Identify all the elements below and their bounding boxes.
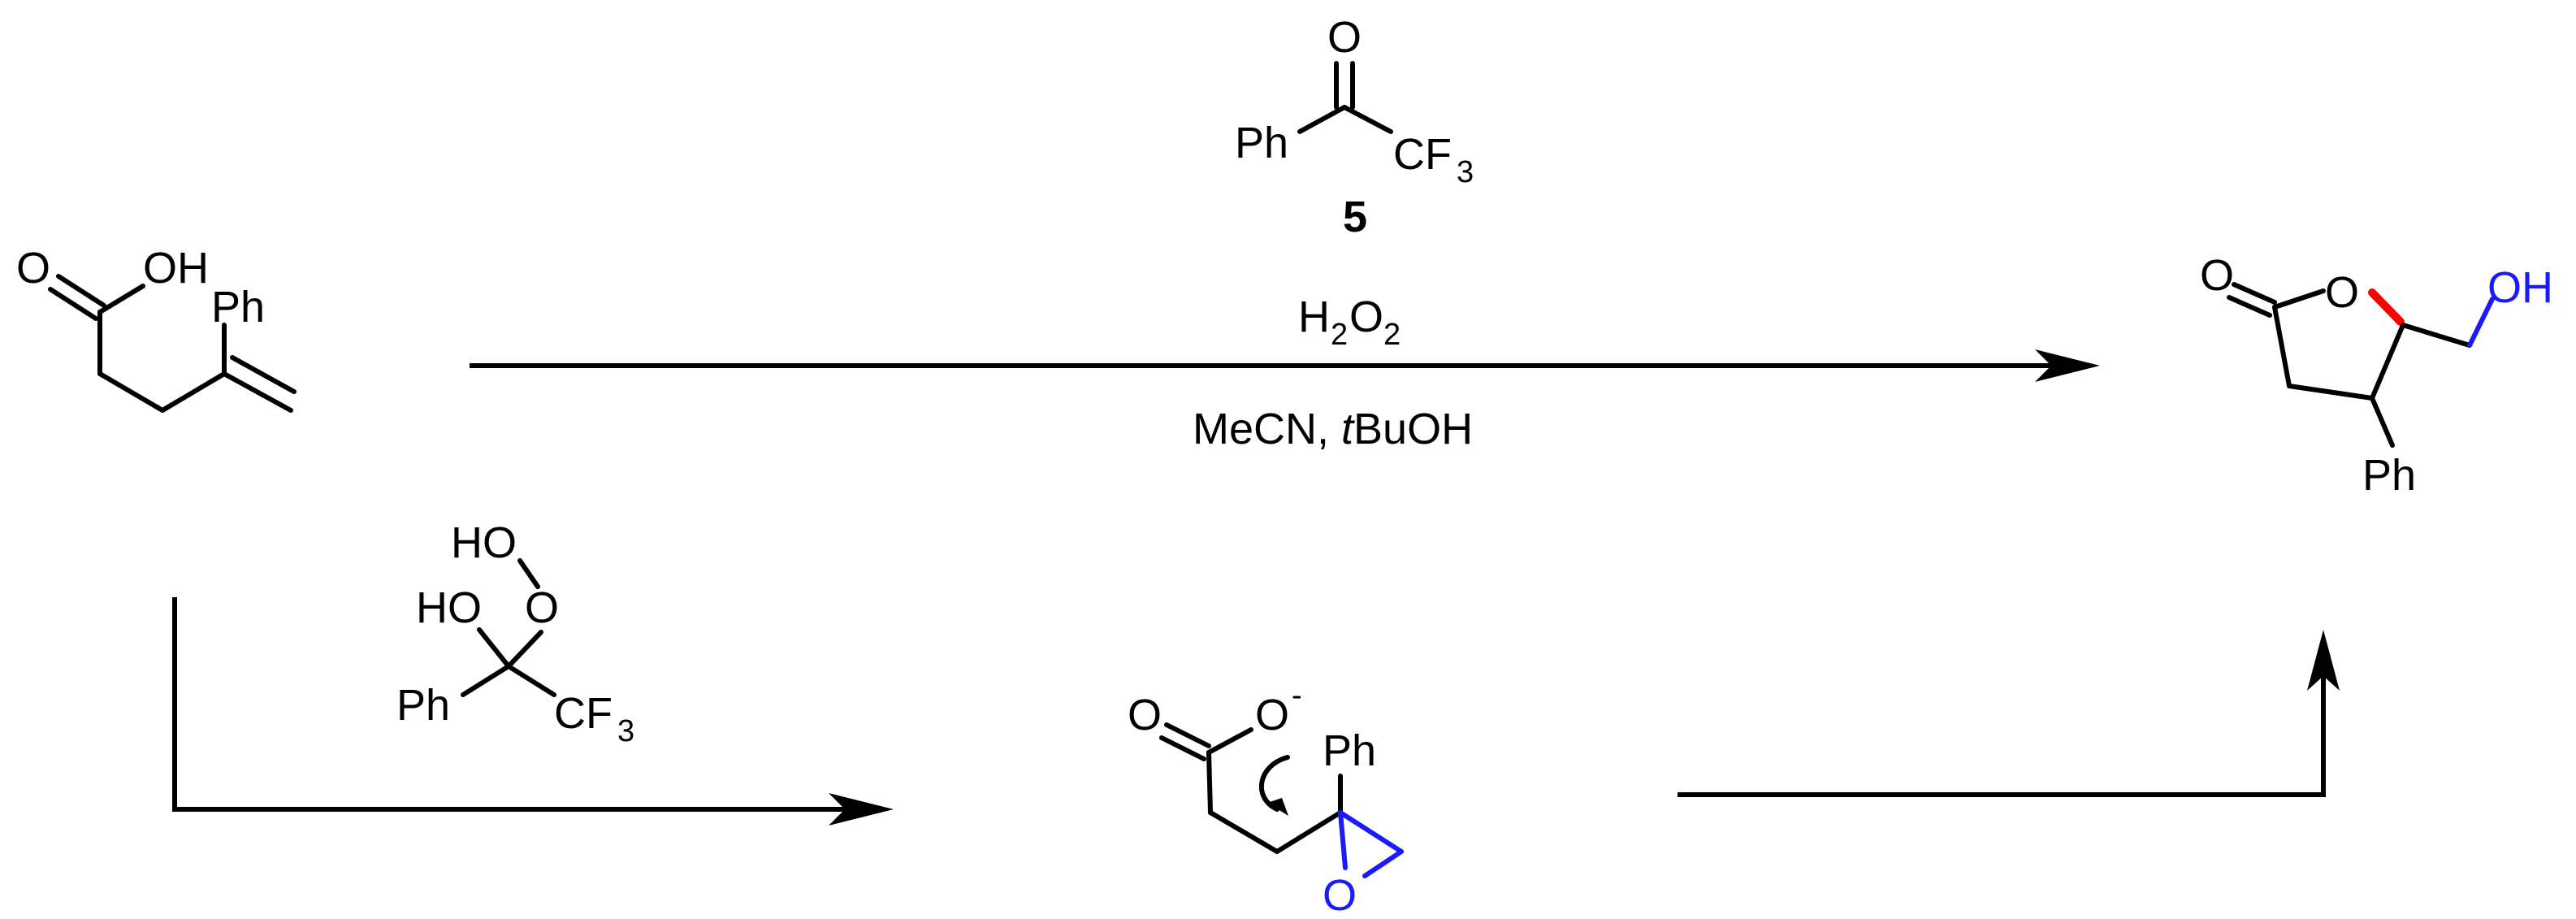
reagent-trifluoroacetophenone: O Ph CF 3 5 — [1235, 13, 1474, 241]
h2o2-h-subscript: 2 — [1331, 318, 1348, 352]
epoxide-co-left — [1338, 810, 1348, 870]
peroxy-oc-bond — [506, 630, 543, 669]
peroxy-cf-label: CF — [554, 689, 613, 738]
lower-left-arrow — [172, 597, 894, 826]
starting-material: O OH Ph — [16, 244, 297, 413]
product-carbonyl-o: O — [2200, 251, 2234, 300]
epoxide-negative-charge: - — [1292, 678, 1302, 713]
epoxide-oxygen: O — [1323, 871, 1357, 919]
product-ring-bond-o — [2272, 288, 2326, 310]
sm-alkene-2 — [230, 355, 297, 394]
lower-right-arrow-head — [2307, 630, 2340, 691]
h2o2-o: O — [1349, 293, 1383, 341]
reagent-cf-subscript: 3 — [1457, 155, 1474, 189]
epoxide-intermediate: O O - Ph O — [1128, 678, 1404, 919]
epoxide-co-bond-1 — [1164, 722, 1211, 748]
epoxide-o-minus: O — [1255, 691, 1289, 739]
epoxide-chain-2 — [1208, 810, 1279, 854]
epoxide-co-right — [1362, 849, 1404, 878]
peroxy-cf-subscript: 3 — [617, 714, 634, 748]
sm-hydroxyl: OH — [143, 244, 209, 293]
solvent-prefix: MeCN, — [1193, 405, 1341, 453]
sm-coh-bond — [97, 284, 145, 314]
sm-co-bond-1 — [56, 274, 106, 308]
product-co-bond-2 — [2227, 295, 2272, 318]
product-new-co-bond — [2368, 288, 2405, 326]
epoxide-chain-1 — [1206, 750, 1213, 815]
epoxide-chain-3 — [1275, 810, 1343, 854]
sm-chain-2 — [97, 371, 165, 413]
epoxide-co-minus-bond — [1206, 727, 1253, 755]
h2o2-o-subscript: 2 — [1383, 318, 1401, 352]
epoxide-ph-label: Ph — [1323, 726, 1376, 775]
product-ph-bond — [2370, 396, 2395, 448]
curved-arrow-icon — [1258, 755, 1290, 812]
peroxy-o-link: O — [525, 583, 559, 632]
solvent-tert-prefix: t — [1341, 405, 1355, 453]
h2o2-h: H — [1298, 293, 1330, 341]
product-ring-bond-1 — [2272, 305, 2292, 388]
main-arrow-head — [2035, 349, 2100, 382]
sm-co-bond-2 — [48, 287, 98, 321]
peroxy-ph-bond — [461, 664, 511, 697]
product-co-bond-1 — [2232, 282, 2277, 305]
sm-alkene-1 — [222, 371, 293, 413]
peroxy-intermediate: HO O HO Ph CF 3 — [396, 518, 634, 748]
reagent-cf-label: CF — [1393, 130, 1452, 179]
epoxide-cc-bond — [1338, 810, 1404, 854]
product-oh-bond — [2467, 297, 2495, 348]
solvent-suffix: BuOH — [1353, 405, 1473, 453]
reagent-cf3-bond — [1342, 105, 1393, 134]
conditions-bottom: MeCN, tBuOH — [1193, 405, 1473, 453]
epoxide-carbonyl-o: O — [1128, 691, 1162, 739]
reagent-carbonyl-o: O — [1327, 13, 1362, 62]
reagent-ph-label: Ph — [1235, 119, 1288, 167]
sm-ph-label: Ph — [211, 283, 265, 332]
product-ring-bond-2 — [2287, 384, 2375, 401]
product-ph-label: Ph — [2362, 451, 2416, 500]
product-ring-bond-3 — [2370, 323, 2405, 401]
lower-left-arrow-head — [829, 793, 894, 826]
peroxy-oo-bond — [517, 558, 540, 589]
main-reaction-arrow — [470, 349, 2100, 382]
product-ring-o: O — [2325, 268, 2359, 317]
peroxy-hydroxyl: HO — [416, 583, 482, 632]
solvent-label: MeCN, tBuOH — [1193, 405, 1473, 453]
conditions-top: H 2 O 2 — [1298, 293, 1401, 352]
product-lactone: O O Ph OH — [2200, 251, 2553, 500]
peroxy-hoc-bond — [477, 627, 511, 669]
epoxide-co-bond-2 — [1159, 735, 1206, 761]
product-ch2-bond — [2401, 323, 2472, 348]
sm-chain-3 — [160, 371, 227, 413]
reagent-ph-bond — [1297, 105, 1347, 134]
sm-carbonyl-o: O — [16, 244, 50, 293]
product-hydroxyl: OH — [2487, 263, 2553, 312]
lower-right-arrow — [1678, 630, 2340, 797]
peroxy-cf3-bond — [506, 664, 556, 697]
peroxy-ph-label: Ph — [396, 681, 450, 730]
peroxy-terminal-ho: HO — [451, 518, 517, 567]
curved-arrow-head-icon — [1267, 798, 1288, 816]
reagent-compound-number: 5 — [1343, 193, 1367, 241]
